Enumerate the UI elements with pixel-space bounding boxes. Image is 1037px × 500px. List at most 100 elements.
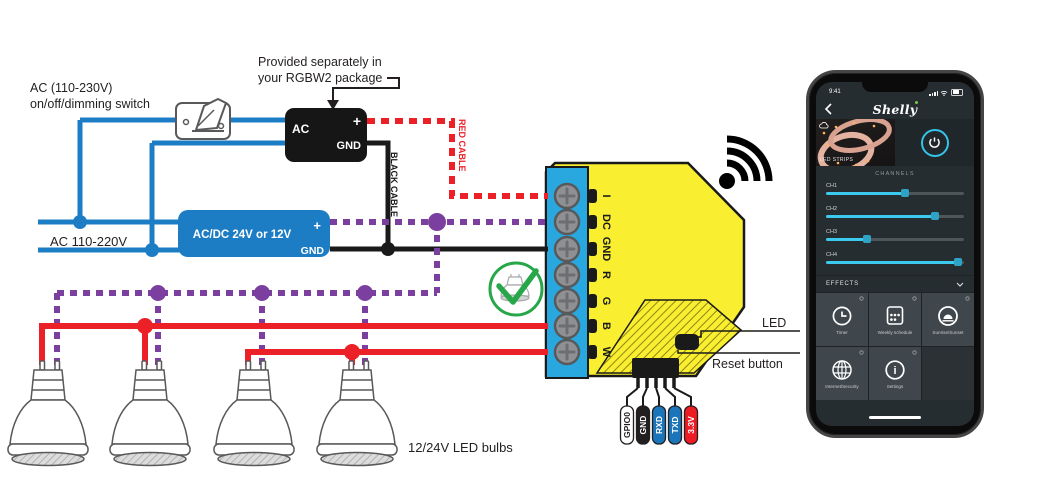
wifi-status-icon	[940, 90, 948, 96]
channel-label: CH4	[826, 252, 838, 258]
acdc-name: AC/DC 24V or 12V	[193, 229, 292, 241]
slider-handle[interactable]	[863, 235, 872, 243]
feature-tiles: Timer Weekly schedule Sunrise/Sunset	[816, 292, 974, 400]
tile-label: Sunrise/Sunset	[932, 329, 964, 335]
terminal-screws	[553, 182, 581, 366]
tile-label: Weekly schedule	[877, 329, 913, 335]
device-header: > LED STRIPS	[816, 119, 974, 166]
app-navbar: Shelly	[816, 99, 974, 119]
pin-gpio0: GPIO0	[619, 405, 635, 445]
device-led-component	[675, 334, 699, 350]
wall-switch-icon	[175, 97, 231, 140]
led-bulb	[316, 360, 398, 467]
svg-text:RXD: RXD	[654, 416, 664, 434]
led-callout-line	[690, 330, 800, 338]
device-photo: > LED STRIPS	[816, 119, 895, 166]
effects-row[interactable]: EFFECTS	[816, 275, 974, 292]
power-panel	[895, 119, 974, 166]
debug-wires	[626, 387, 692, 407]
svg-text:G: G	[600, 297, 612, 306]
tile-empty	[922, 347, 974, 400]
status-bar: 9:41	[816, 82, 974, 99]
slider-handle[interactable]	[931, 212, 940, 220]
back-button[interactable]	[825, 103, 832, 115]
red-bulb-wires	[39, 323, 548, 365]
gear-icon	[912, 350, 917, 355]
slider-handle[interactable]	[900, 189, 909, 197]
channels-title: CHANNELS	[875, 170, 915, 177]
purple-junction-dot	[357, 285, 373, 301]
svg-text:GND: GND	[638, 416, 648, 435]
purple-junction-dot	[254, 285, 270, 301]
tile-settings[interactable]: i Settings	[869, 347, 921, 400]
power-icon	[929, 137, 940, 148]
purple-junction-dot	[428, 213, 446, 231]
channel-label: CH2	[826, 206, 838, 212]
phone-notch	[862, 82, 928, 92]
led-bulb	[7, 360, 89, 467]
red-dashed-cable	[367, 118, 548, 199]
channel-row: CH2	[816, 204, 974, 227]
tile-label: Timer	[836, 329, 848, 335]
led-label: LED	[762, 316, 786, 330]
red-junction-dot	[344, 344, 360, 360]
info-icon: i	[885, 359, 905, 380]
tile-sunrise-sunset[interactable]: Sunrise/Sunset	[922, 293, 974, 346]
led-strip-photo: >	[817, 119, 892, 166]
battery-icon	[951, 88, 963, 96]
channel-label: CH1	[826, 183, 838, 189]
signal-icon	[929, 90, 938, 96]
gear-icon	[912, 296, 917, 301]
tile-label: Settings	[886, 383, 904, 389]
mains-label: AC 110-220V	[50, 234, 127, 249]
pin-rxd: RXD	[651, 405, 667, 445]
pin-gnd: GND	[635, 405, 651, 445]
reset-label: Reset button	[712, 357, 783, 371]
acdc-converter-module: AC/DC 24V or 12V + GND	[178, 210, 330, 257]
provided-note-line2: your RGBW2 package	[258, 71, 382, 85]
ac-module-name: AC	[292, 122, 310, 136]
svg-text:B: B	[600, 322, 612, 330]
black-junction-dot	[381, 242, 395, 256]
provided-arrowhead	[327, 100, 339, 110]
tile-weekly-schedule[interactable]: Weekly schedule	[869, 293, 921, 346]
pin-txd: TXD	[667, 405, 683, 445]
channel-row: CH4	[816, 250, 974, 273]
slider-handle[interactable]	[954, 258, 963, 266]
bulbs-label: 12/24V LED bulbs	[408, 440, 513, 455]
tile-internet-security[interactable]: Internet/Security	[816, 347, 868, 400]
tile-timer[interactable]: Timer	[816, 293, 868, 346]
ac-adapter-module: AC + GND	[285, 108, 367, 162]
channel-slider[interactable]	[826, 212, 964, 220]
svg-text:GND: GND	[600, 237, 612, 262]
acdc-gnd: GND	[301, 245, 325, 257]
device-hatched-area	[595, 299, 743, 374]
svg-text:W: W	[600, 347, 612, 358]
svg-text:I: I	[600, 194, 612, 197]
weekly-schedule-icon	[886, 305, 904, 325]
channel-slider[interactable]	[826, 189, 964, 197]
provided-note-line1: Provided separately in	[258, 55, 382, 69]
shelly-logo: Shelly	[872, 100, 919, 117]
power-button[interactable]	[920, 128, 949, 157]
ac-module-gnd: GND	[337, 140, 362, 152]
blue-junction-dot	[73, 215, 87, 229]
led-bulb	[213, 360, 295, 467]
switch-note-line2: on/off/dimming switch	[30, 97, 150, 111]
smartphone: 9:41 Shelly >	[806, 70, 984, 438]
channel-slider[interactable]	[826, 258, 964, 266]
effects-label: EFFECTS	[826, 281, 859, 287]
sunrise-sunset-icon	[938, 305, 958, 326]
channel-slider[interactable]	[826, 235, 964, 243]
home-indicator[interactable]	[869, 416, 921, 419]
tile-label: Internet/Security	[825, 383, 859, 389]
status-time: 9:41	[829, 89, 841, 95]
svg-text:GPIO0: GPIO0	[622, 412, 632, 438]
svg-text:3.3V: 3.3V	[686, 416, 696, 434]
red-cable-label: RED CABLE	[457, 119, 467, 172]
terminal-labels: I DC GND R G B W	[600, 194, 612, 357]
channel-row: CH3	[816, 227, 974, 250]
ac-module-plus: +	[353, 113, 361, 129]
purple-junction-dot	[150, 285, 166, 301]
